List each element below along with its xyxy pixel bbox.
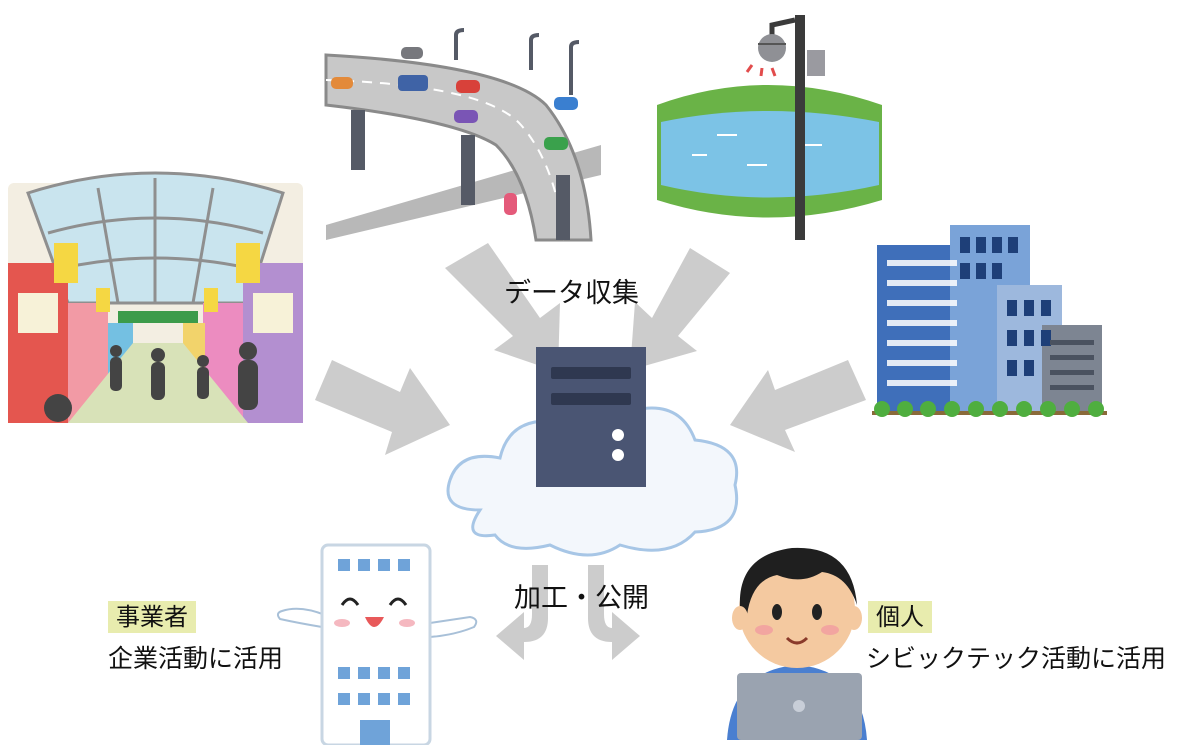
highway-illustration (324, 25, 601, 242)
river-camera-illustration (657, 15, 882, 240)
individual-caption: シビックテック活動に活用 (866, 644, 1167, 673)
arrow-from-shopping-street (315, 360, 450, 455)
business-tag: 事業者 (108, 601, 196, 634)
building-character-icon (276, 543, 478, 745)
person-with-laptop-icon (727, 547, 867, 740)
arrow-from-buildings (730, 360, 866, 452)
server-icon (536, 347, 646, 487)
business-caption: 企業活動に活用 (108, 644, 284, 673)
data-collection-label: データ収集 (504, 278, 639, 309)
arrow-to-business (496, 565, 548, 660)
arrow-from-river-camera (630, 248, 730, 370)
office-buildings-illustration (872, 225, 1107, 417)
processing-publishing-label: 加工・公開 (514, 583, 649, 614)
shopping-street-illustration (8, 171, 303, 423)
individual-tag: 個人 (868, 601, 932, 634)
arrow-from-highway (445, 243, 560, 372)
arrow-to-person (588, 565, 640, 660)
